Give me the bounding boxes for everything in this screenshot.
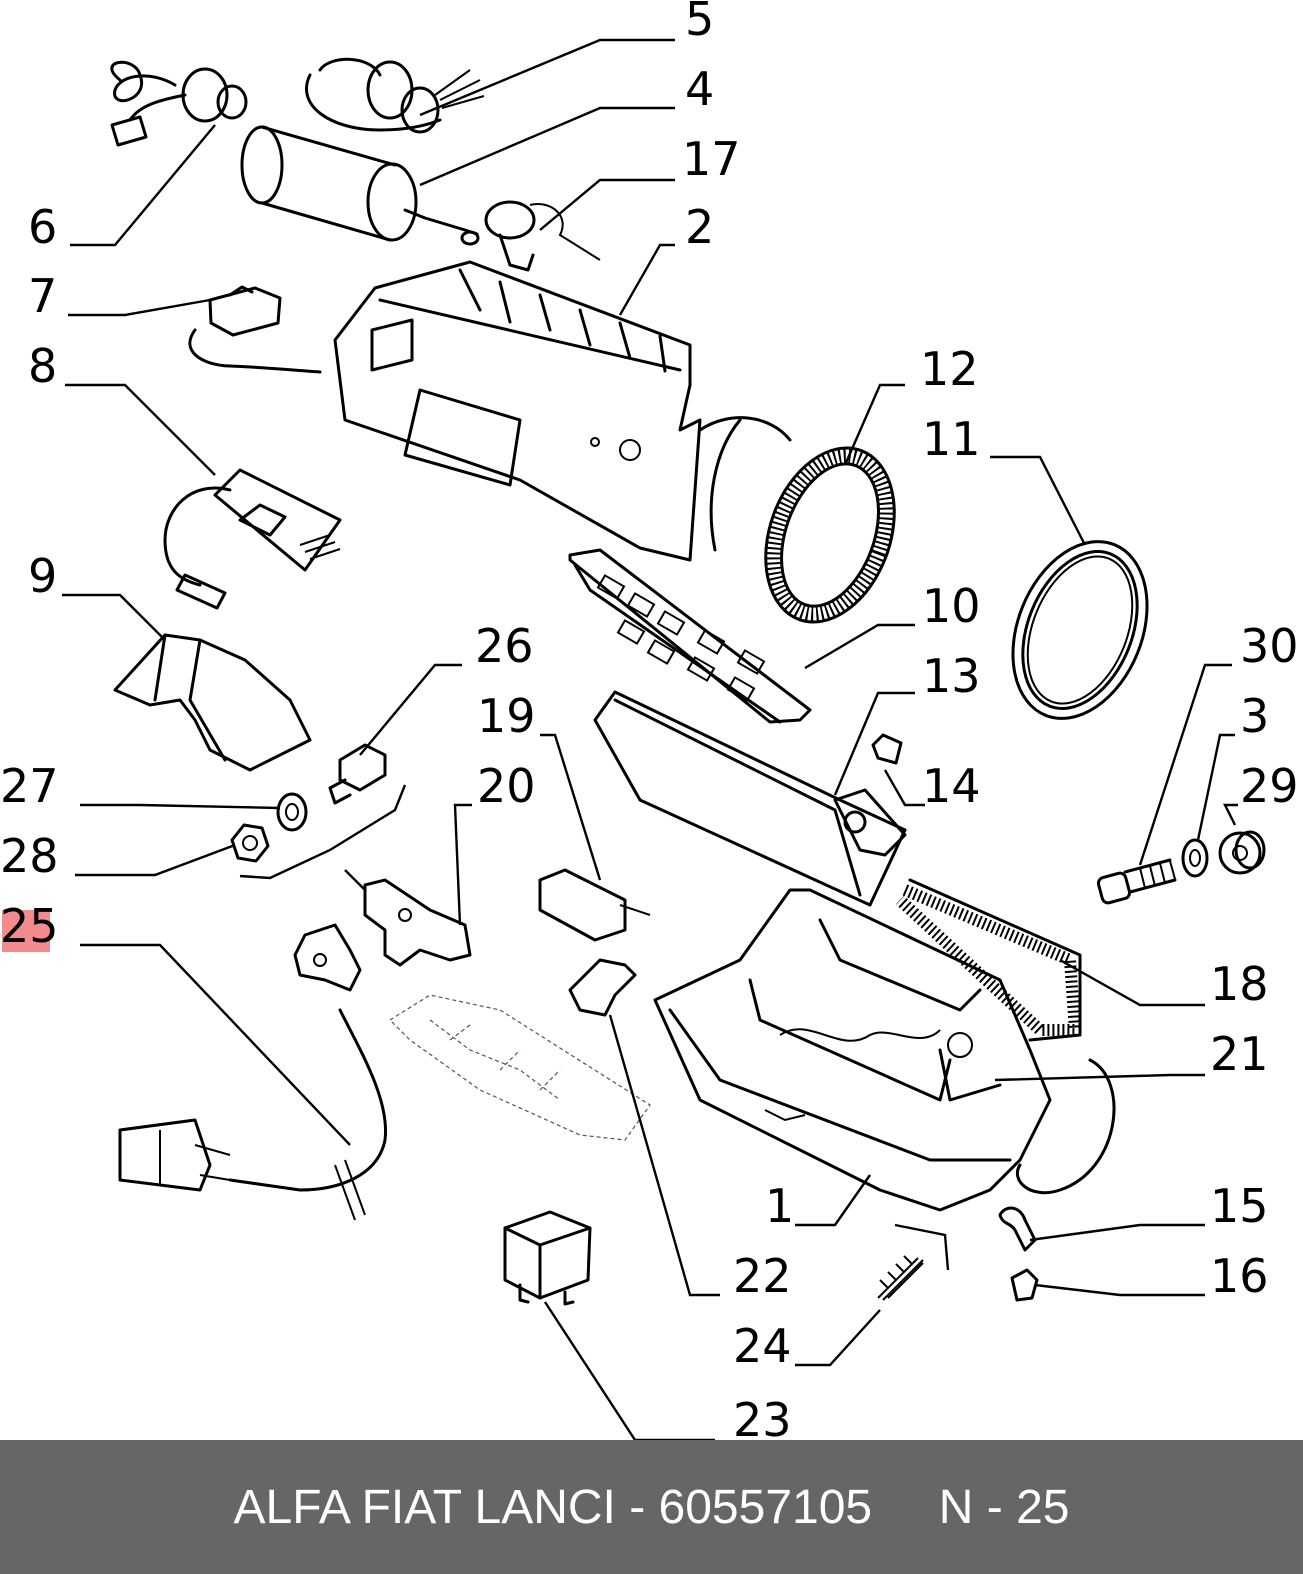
callout-28: 28: [0, 829, 59, 883]
callout-5: 5: [685, 0, 714, 46]
part-10-drawing: [568, 548, 812, 724]
callout-13: 13: [922, 649, 981, 703]
part-7-drawing: [188, 285, 322, 374]
leader-lines: [62, 38, 1238, 1440]
exploded-parts-diagram: 5 4 17 2 6 7 8 12 11 9 10 26 13 30 19 3 …: [0, 0, 1299, 1440]
part-16-drawing: [1010, 1268, 1039, 1302]
part-13-drawing: [593, 690, 907, 907]
part-19-drawing: [538, 868, 651, 942]
callout-11: 11: [922, 412, 981, 466]
part-4-drawing: [240, 125, 480, 246]
part-15-drawing: [998, 1206, 1037, 1252]
part-17-drawing: [484, 200, 601, 272]
callout-9: 9: [28, 549, 57, 603]
callout-22: 22: [733, 1249, 792, 1303]
callout-6: 6: [28, 200, 57, 254]
callout-3: 3: [1240, 689, 1269, 743]
part-25-drawing: [118, 923, 388, 1221]
part-11-drawing: [1011, 540, 1149, 720]
part-20-drawing: [363, 878, 472, 967]
part-9-drawing: [113, 633, 312, 772]
callout-30: 30: [1240, 619, 1299, 673]
part-29-drawing: [1218, 830, 1266, 875]
part-24-drawing: [877, 1255, 924, 1301]
part-8-drawing: [163, 468, 342, 610]
callout-12: 12: [920, 342, 979, 396]
part-5-drawing: [305, 57, 485, 134]
callout-4: 4: [685, 62, 714, 116]
callout-16: 16: [1210, 1249, 1269, 1303]
callout-25: 25: [0, 899, 59, 953]
callout-19: 19: [477, 689, 536, 743]
ghost-outline: [389, 994, 651, 1141]
footer-bar: ALFA FIAT LANCI - 60557105 N - 25: [0, 1440, 1303, 1574]
callout-1: 1: [765, 1179, 794, 1233]
callout-18: 18: [1210, 957, 1269, 1011]
callout-29: 29: [1240, 759, 1299, 813]
callout-7: 7: [28, 269, 57, 323]
callout-14: 14: [922, 759, 981, 813]
part-14-drawing: [871, 733, 903, 765]
part-27-drawing: [276, 792, 308, 832]
callout-21: 21: [1210, 1027, 1269, 1081]
part-2-drawing: [333, 260, 792, 562]
part-30-drawing: [1096, 858, 1177, 905]
part-26-drawing: [328, 743, 387, 805]
callout-17: 17: [682, 132, 741, 186]
part-18-drawing: [895, 878, 1082, 1042]
part-22-drawing: [568, 958, 637, 1017]
highlight-marker: [2, 910, 50, 952]
callout-24: 24: [733, 1319, 792, 1373]
footer-part-number: ALFA FIAT LANCI - 60557105 N - 25: [233, 1480, 1070, 1534]
part-28-drawing: [230, 823, 270, 863]
part-21-drawing: [938, 1048, 1002, 1102]
callout-labels: 5 4 17 2 6 7 8 12 11 9 10 26 13 30 19 3 …: [0, 0, 1299, 1440]
callout-27: 27: [0, 759, 59, 813]
callout-15: 15: [1210, 1179, 1269, 1233]
callout-2: 2: [685, 200, 714, 254]
callout-23: 23: [733, 1393, 792, 1440]
callout-10: 10: [922, 579, 981, 633]
part-1-drawing: [653, 888, 1116, 1212]
part-23-drawing: [503, 1210, 592, 1306]
part-3-drawing: [1181, 838, 1209, 878]
callout-20: 20: [477, 759, 536, 813]
part-12-drawing: [764, 446, 896, 624]
callout-8: 8: [28, 339, 57, 393]
part-6-drawing: [110, 60, 248, 147]
callout-26: 26: [475, 619, 534, 673]
